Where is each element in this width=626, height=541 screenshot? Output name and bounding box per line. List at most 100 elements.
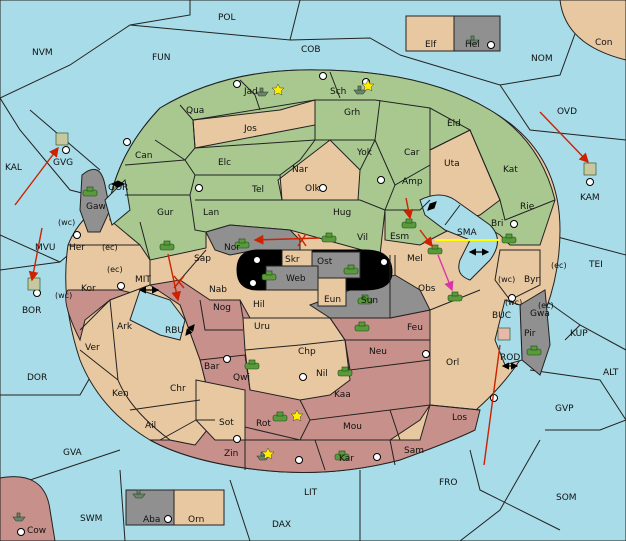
label-hug: Hug [333,208,351,218]
label-nog: Nog [213,303,231,313]
label-elc: Elc [218,158,231,168]
unit-tank [321,232,337,243]
unit-tank [261,270,277,281]
label-vil: Vil [357,233,368,243]
label-kaa: Kaa [334,390,351,400]
label-orl: Orl [446,358,459,368]
label-ovd: OVD [557,107,577,117]
label-con: Con [595,38,613,48]
label-fun: FUN [152,53,171,63]
coast-her-wc: (wc) [58,218,75,227]
label-rot: Rot [256,419,271,429]
label-nor: Nor [224,243,240,253]
unit-marker [583,162,597,176]
label-dor: DOR [27,373,47,383]
unit-ship [255,87,269,97]
label-lit: LIT [304,488,318,498]
label-ail: Ail [145,421,156,431]
label-chr: Chr [170,384,186,394]
label-olk: Olk [305,184,321,194]
label-buc: BUC [492,311,511,321]
label-gur: Gur [157,208,174,218]
province-orn[interactable] [173,489,225,526]
unit-tank [526,345,542,356]
unit-ship [353,85,367,95]
coast-tags: (wc) (ec) (ec) (wc) (wc) (ec) (wc) (ec) [55,218,567,310]
label-gaw: Gaw [86,202,106,212]
coast-her-ec: (ec) [102,243,118,252]
label-gvg: GVG [53,158,73,168]
label-gor: GOR [108,183,128,193]
label-pol: POL [218,13,236,23]
label-chp: Chp [298,347,316,357]
province-eun[interactable] [317,277,347,307]
unit-marker [55,132,69,146]
label-can: Can [135,151,153,161]
label-mit: MIT [135,275,151,285]
label-rbu: RBU [165,326,184,336]
label-eun: Eun [324,295,341,305]
unit-tank [401,218,417,229]
label-nar: Nar [292,165,308,175]
unit-tank [159,240,175,251]
label-uta: Uta [444,159,460,169]
label-kup: KUP [570,329,588,339]
unit-marker [27,277,41,291]
star-markers [261,79,375,460]
label-pir: Pir [524,329,536,339]
label-nvm: NVM [32,48,53,58]
label-zin: Zin [224,449,238,459]
unit-tank [501,233,517,244]
label-uru: Uru [254,322,270,332]
province-aba[interactable] [125,489,175,526]
label-yok: Yok [356,148,373,158]
label-jad: Jad [243,87,258,97]
label-fro: FRO [439,478,458,488]
label-mvu: MVU [35,243,56,253]
orders [14,111,589,466]
unit-tank [357,294,373,305]
label-dax: DAX [272,520,291,530]
label-sot: Sot [219,418,234,428]
label-swm: SWM [80,514,102,524]
label-nom: NOM [531,54,553,64]
unit-tank [244,359,260,370]
label-grh: Grh [344,108,360,118]
label-qua: Qua [186,106,204,116]
unit-tank [234,238,250,249]
label-cow: Cow [27,526,46,536]
label-jos: Jos [243,124,257,134]
label-sch: Sch [330,87,346,97]
unit-tank [82,186,98,197]
strait-labels: GOR MIT RBU SMA BUC ROD [108,183,520,363]
bay-sma [419,194,498,281]
label-neu: Neu [369,347,387,357]
unit-tank [354,321,370,332]
unit-ship [466,35,480,45]
unit-tank [447,291,463,302]
label-rie: Rie [520,202,535,212]
coast-gwa-wc: (wc) [505,298,522,307]
province-borders [68,71,556,471]
sea-labels: POL NVM FUN COB NOM OVD KAL GVG KAM MVU … [5,13,619,530]
province-cow[interactable] [0,476,56,541]
label-kam: KAM [580,193,600,203]
coast-byn-ec: (ec) [551,261,567,270]
label-bri: Bri [491,219,503,229]
units [12,35,597,522]
label-kar: Kar [339,454,354,464]
label-her: Her [69,243,85,253]
label-aba: Aba [143,515,160,525]
label-eld: Eld [447,119,461,129]
label-sun: Sun [361,296,378,306]
label-gvp: GVP [555,404,574,414]
zone-tan-ark [109,284,216,446]
corner-labels: Con Elf Hel Aba Orn Cow [27,38,613,536]
label-los: Los [452,413,467,423]
province-gaw[interactable] [79,168,111,233]
label-web: Web [286,274,306,284]
label-tei: TEI [588,260,603,270]
label-sap: Sap [194,254,211,264]
unit-tank [337,366,353,377]
label-gva: GVA [63,448,83,458]
